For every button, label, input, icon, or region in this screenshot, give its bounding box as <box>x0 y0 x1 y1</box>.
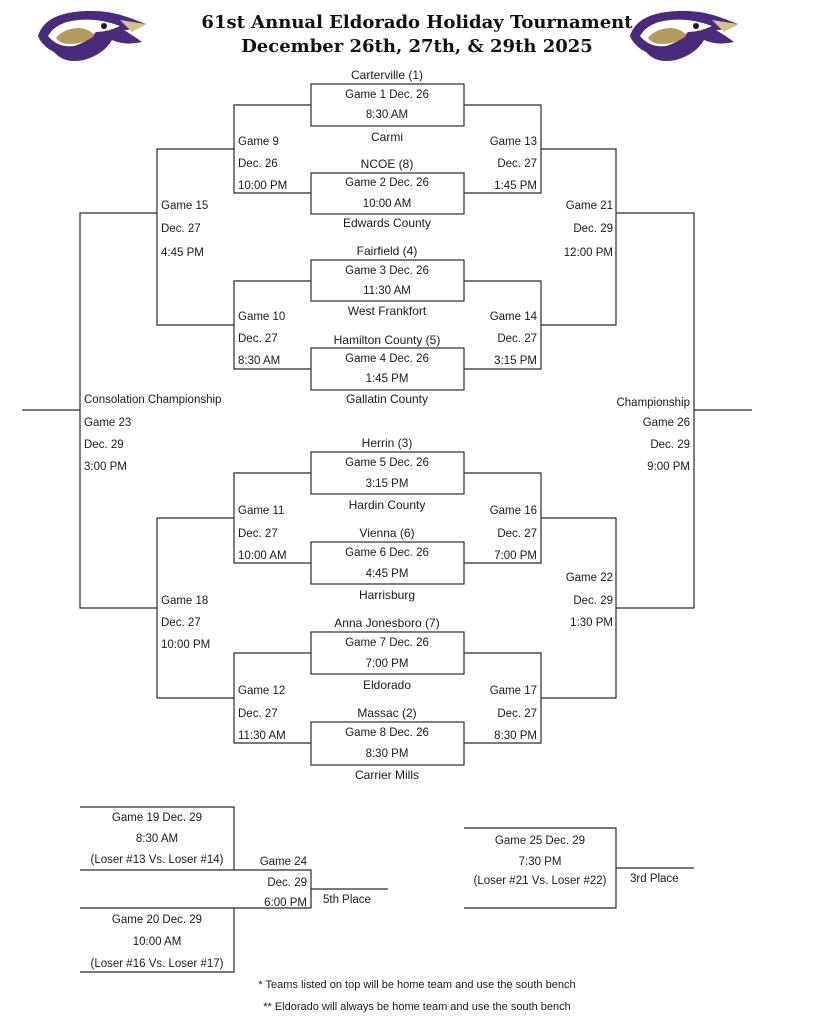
eagle-head-icon <box>630 10 738 61</box>
game-19-time: 8:30 AM <box>135 833 179 845</box>
game-2-time: 10:00 AM <box>362 198 412 210</box>
game-11-label: Game 11 <box>238 505 285 517</box>
game-5-label: Game 5 Dec. 26 <box>345 457 429 469</box>
game-24-date: Dec. 29 <box>267 877 307 889</box>
game-16-date: Dec. 27 <box>497 528 537 540</box>
game-8-label: Game 8 Dec. 26 <box>345 727 429 739</box>
game-20-time: 10:00 AM <box>132 936 182 948</box>
team-opponent-4: Gallatin County <box>345 392 429 406</box>
game-24-label: Game 24 <box>259 856 307 868</box>
game-23-date: Dec. 29 <box>84 439 124 451</box>
game-13-time: 1:45 PM <box>494 180 537 192</box>
game-24-time: 6:00 PM <box>264 897 307 909</box>
team-opponent-5: Hardin County <box>348 498 426 512</box>
game-19-label: Game 19 Dec. 29 <box>111 812 203 824</box>
consolation-championship-label: Consolation Championship <box>84 394 222 406</box>
game-2-label: Game 2 Dec. 26 <box>345 177 429 189</box>
game-22-label: Game 22 <box>565 572 613 584</box>
game-4-time: 1:45 PM <box>365 373 409 385</box>
game-17-time: 8:30 PM <box>494 730 537 742</box>
game-15-date: Dec. 27 <box>161 223 201 235</box>
tournament-dates: December 26th, 27th, & 29th 2025 <box>241 36 593 57</box>
game-18-label: Game 18 <box>161 595 209 607</box>
game-5-time: 3:15 PM <box>365 478 409 490</box>
game-17-label: Game 17 <box>489 685 537 697</box>
team-opponent-7: Eldorado <box>362 678 412 692</box>
game-11-time: 10:00 AM <box>238 550 287 562</box>
game-14-time: 3:15 PM <box>494 355 537 367</box>
team-seed-5: Hamilton County (5) <box>333 333 441 347</box>
game-15-label: Game 15 <box>161 200 209 212</box>
footnote-home-team: * Teams listed on top will be home team … <box>258 979 576 991</box>
game-9-time: 10:00 PM <box>238 180 288 192</box>
game-23-time: 3:00 PM <box>84 461 127 473</box>
team-seed-4: Fairfield (4) <box>356 244 418 258</box>
game-22-time: 1:30 PM <box>570 617 613 629</box>
team-seed-2: Massac (2) <box>357 706 417 720</box>
game-18-time: 10:00 PM <box>161 639 211 651</box>
game-1-time: 8:30 AM <box>365 109 409 121</box>
team-opponent-8: Carrier Mills <box>355 768 419 782</box>
game-26-time: 9:00 PM <box>647 461 690 473</box>
team-opponent-6: Harrisburg <box>358 588 416 602</box>
game-10-date: Dec. 27 <box>238 333 278 345</box>
game-26-label: Game 26 <box>642 417 690 429</box>
game-14-date: Dec. 27 <box>497 333 537 345</box>
game-16-label: Game 16 <box>489 505 537 517</box>
game-20-matchup: (Loser #16 Vs. Loser #17) <box>90 958 224 970</box>
game-21-date: Dec. 29 <box>573 223 613 235</box>
game-16-time: 7:00 PM <box>494 550 537 562</box>
game-20-label: Game 20 Dec. 29 <box>111 914 203 926</box>
game-10-label: Game 10 <box>238 311 286 323</box>
game-8-time: 8:30 PM <box>365 748 409 760</box>
team-seed-7: Anna Jonesboro (7) <box>334 616 440 630</box>
game-25-matchup: (Loser #21 Vs. Loser #22) <box>473 875 607 887</box>
game-7-label: Game 7 Dec. 26 <box>345 637 429 649</box>
game-18-date: Dec. 27 <box>161 617 201 629</box>
game-25-label: Game 25 Dec. 29 <box>494 835 586 847</box>
team-seed-1: Carterville (1) <box>350 68 424 82</box>
tournament-title: 61st Annual Eldorado Holiday Tournament <box>201 12 633 33</box>
game-25-time: 7:30 PM <box>518 856 562 868</box>
game-9-label: Game 9 <box>238 136 279 148</box>
game-12-time: 11:30 AM <box>238 730 286 742</box>
game-19-matchup: (Loser #13 Vs. Loser #14) <box>90 854 224 866</box>
game-9-date: Dec. 26 <box>238 158 278 170</box>
eagle-head-icon <box>38 10 146 61</box>
game-21-label: Game 21 <box>565 200 613 212</box>
team-opponent-2: Edwards County <box>342 216 432 230</box>
game-13-label: Game 13 <box>489 136 537 148</box>
championship-label: Championship <box>616 397 690 409</box>
game-21-time: 12:00 PM <box>563 247 613 259</box>
game-26-date: Dec. 29 <box>650 439 690 451</box>
team-seed-6: Vienna (6) <box>359 526 415 540</box>
game-1-label: Game 1 Dec. 26 <box>345 89 429 101</box>
team-opponent-3: West Frankfort <box>347 304 427 318</box>
game-22-date: Dec. 29 <box>573 595 613 607</box>
game-3-label: Game 3 Dec. 26 <box>345 265 429 277</box>
game-10-time: 8:30 AM <box>238 355 281 367</box>
game-6-label: Game 6 Dec. 26 <box>345 547 429 559</box>
footnote-eldorado: ** Eldorado will always be home team and… <box>263 1001 571 1013</box>
team-seed-8: NCOE (8) <box>360 157 414 171</box>
team-opponent-1: Carmi <box>371 130 403 144</box>
game-6-time: 4:45 PM <box>365 568 409 580</box>
third-place-label: 3rd Place <box>630 873 679 885</box>
game-4-label: Game 4 Dec. 26 <box>345 353 429 365</box>
game-14-label: Game 14 <box>489 311 537 323</box>
game-12-date: Dec. 27 <box>238 708 278 720</box>
game-23-label: Game 23 <box>84 417 132 429</box>
game-17-date: Dec. 27 <box>497 708 537 720</box>
game-15-time: 4:45 PM <box>161 247 204 259</box>
game-12-label: Game 12 <box>238 685 286 697</box>
game-13-date: Dec. 27 <box>497 158 537 170</box>
game-7-time: 7:00 PM <box>365 658 409 670</box>
game-3-time: 11:30 AM <box>363 285 411 297</box>
fifth-place-label: 5th Place <box>323 894 371 906</box>
game-11-date: Dec. 27 <box>238 528 278 540</box>
team-seed-3: Herrin (3) <box>361 436 413 450</box>
